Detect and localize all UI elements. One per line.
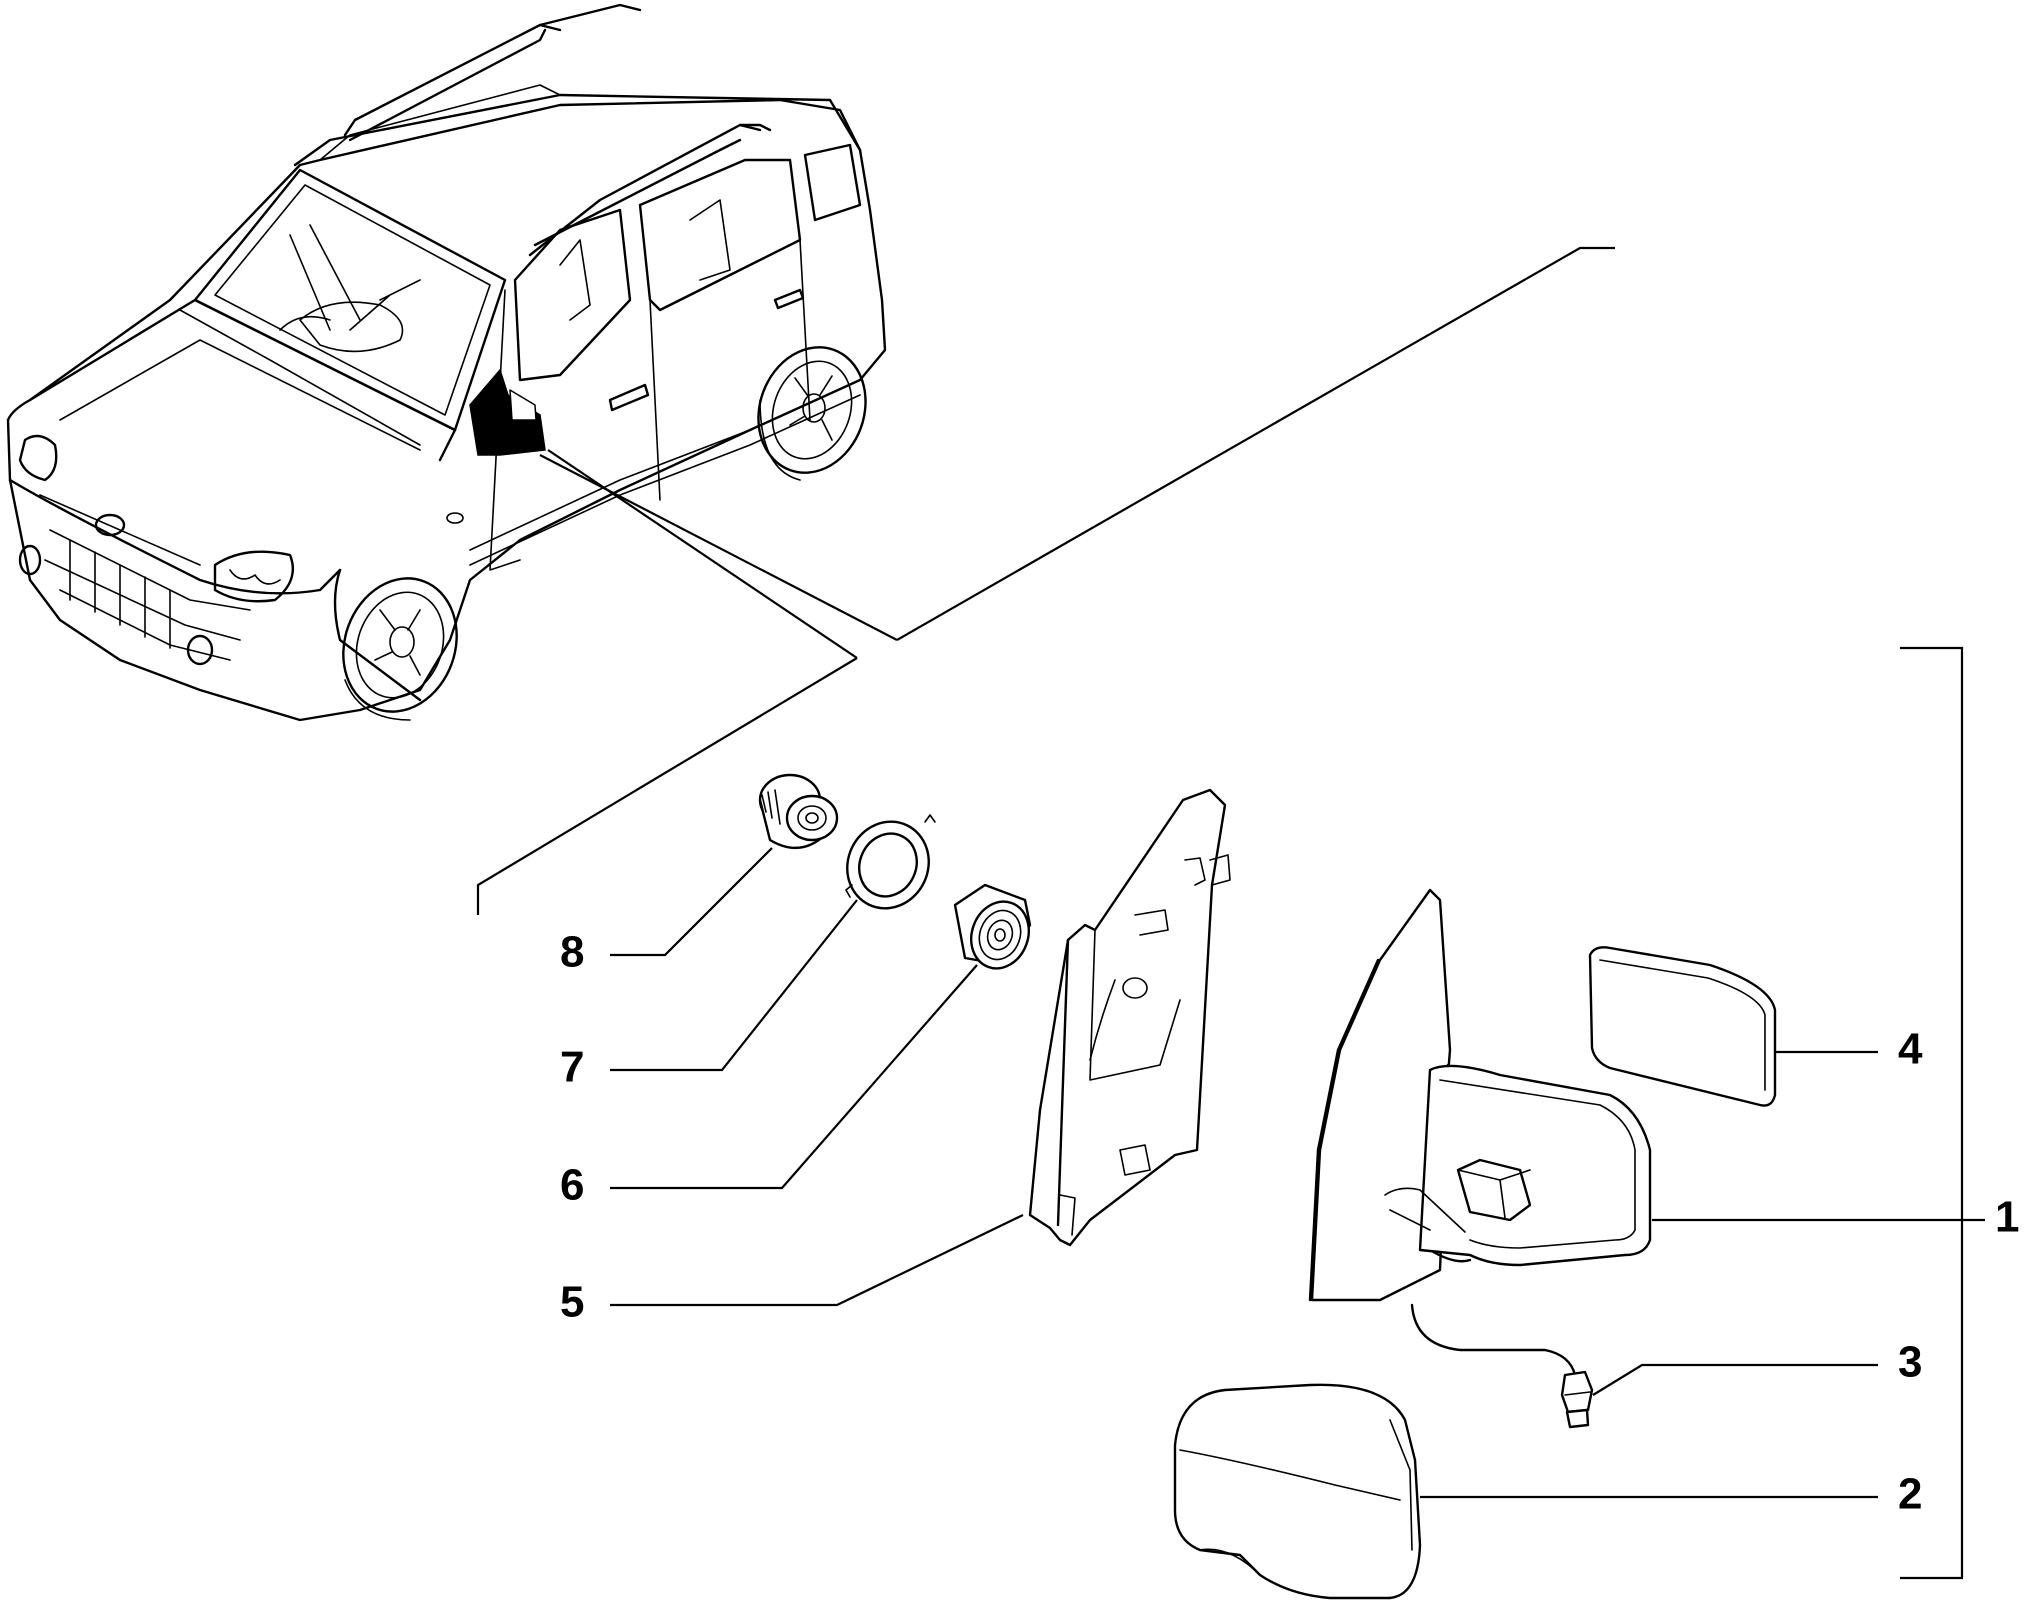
label-part-7: 7 [560,1043,584,1092]
part-1-mirror-assembly [1308,888,1652,1302]
label-part-3: 3 [1898,1338,1922,1387]
leader-lines [610,646,1985,1580]
part-5-mounting-bracket [1028,788,1231,1247]
label-part-4: 4 [1898,1025,1923,1074]
callout-lines [476,246,1615,915]
part-number-labels: 8 7 6 5 4 3 2 1 [560,928,2019,1519]
part-6-adjustment-knob [953,883,1032,970]
label-part-2: 2 [1898,1470,1922,1519]
label-part-6: 6 [560,1161,584,1210]
label-part-5: 5 [560,1278,584,1327]
label-part-8: 8 [560,928,584,977]
part-2-mirror-cover [1173,1383,1422,1600]
car-illustration [6,3,887,722]
part-3-bulb-socket [1410,1303,1594,1429]
label-part-1: 1 [1995,1193,2019,1242]
part-4-mirror-glass [1588,946,1777,1107]
part-7-retaining-ring [845,814,936,910]
part-8-knob-bushing [758,773,839,850]
